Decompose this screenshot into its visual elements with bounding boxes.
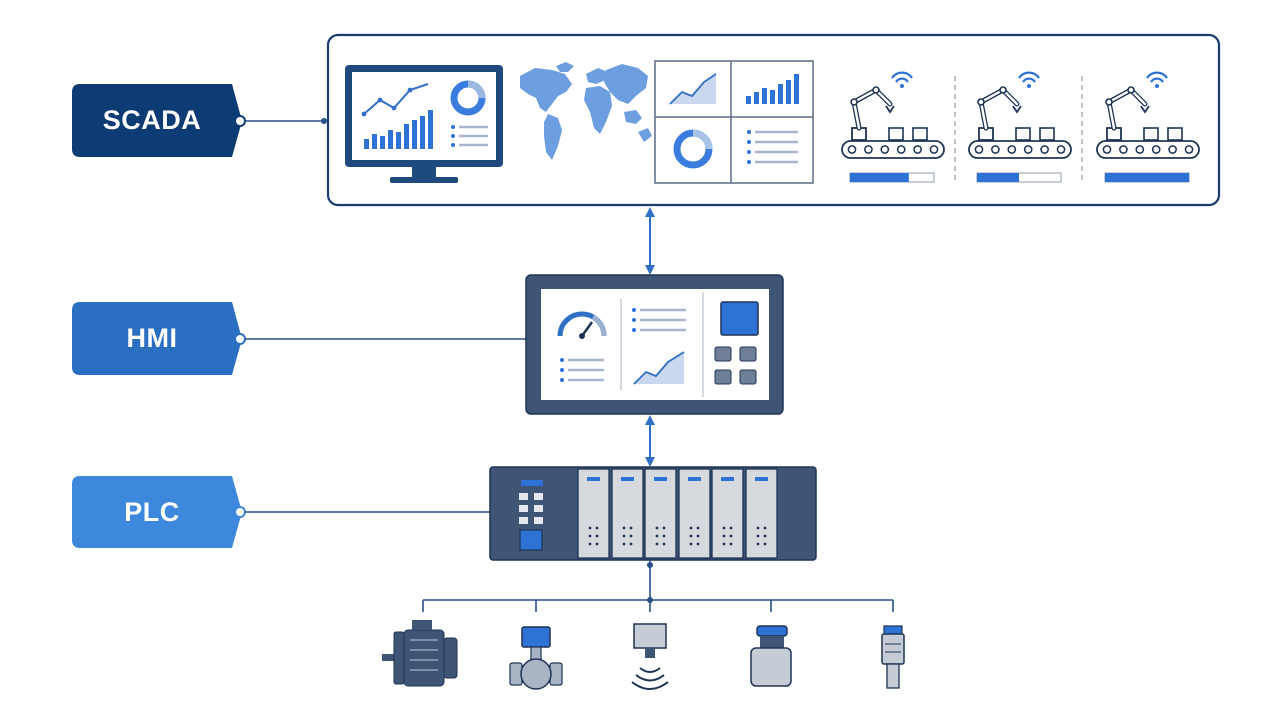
robot-progress-bar — [977, 173, 1019, 182]
plc-io-module — [644, 468, 677, 559]
plc-cpu-module — [519, 480, 543, 551]
plc-io-module — [577, 468, 610, 559]
plc-tag — [72, 476, 246, 548]
robot-progress-bar — [1105, 173, 1189, 182]
plc-io-module — [745, 468, 778, 559]
plc-label: PLC — [124, 496, 180, 527]
world-map-icon — [520, 62, 652, 160]
valve-icon — [509, 626, 563, 690]
scada-label: SCADA — [102, 105, 202, 135]
scada-monitor-icon — [345, 65, 503, 183]
motor-icon — [382, 620, 458, 687]
robot-progress-bar — [850, 173, 909, 182]
scada-panel — [326, 33, 1221, 207]
scada-tag — [72, 84, 246, 157]
robot-cells — [841, 71, 1200, 183]
plc-io-module — [711, 468, 744, 559]
push-button-icon — [750, 625, 792, 687]
field-bus — [422, 560, 894, 612]
plc-rack — [489, 466, 817, 561]
robot-conveyor-icon — [841, 71, 945, 183]
cylindrical-sensor-icon — [881, 625, 905, 689]
plc-io-modules — [577, 468, 778, 559]
plc-io-module — [611, 468, 644, 559]
robot-conveyor-icon — [968, 71, 1072, 183]
hmi-active-button — [720, 301, 759, 336]
dashboard-grid-icon — [654, 60, 814, 184]
hmi-panel — [525, 274, 784, 415]
robot-conveyor-icon — [1096, 71, 1200, 183]
plc-io-module — [678, 468, 711, 559]
tag-connectors — [245, 120, 526, 513]
hmi-label: HMI — [126, 323, 178, 353]
gauge-icon — [557, 311, 607, 339]
proximity-sensor-icon — [631, 623, 669, 690]
